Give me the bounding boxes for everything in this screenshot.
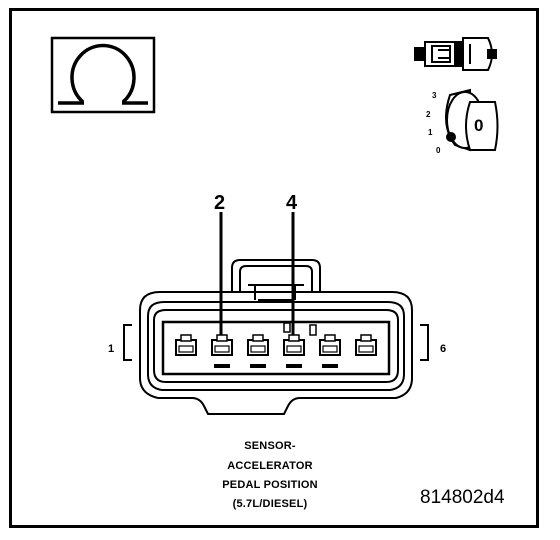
figure-id: 814802d4 bbox=[420, 487, 505, 508]
ignition-pos-3: 3 bbox=[432, 91, 437, 100]
terminal-1 bbox=[175, 334, 197, 356]
terminal-3 bbox=[247, 334, 269, 368]
ignition-pos-1: 1 bbox=[428, 128, 433, 137]
pin-label-4: 4 bbox=[286, 192, 298, 214]
ignition-key-mark: 0 bbox=[474, 116, 484, 135]
terminal-5 bbox=[319, 334, 341, 368]
terminal-2 bbox=[211, 334, 233, 368]
caption-line-3: PEDAL POSITION bbox=[222, 479, 318, 491]
caption-line-2: ACCELERATOR bbox=[227, 460, 313, 472]
caption-line-4: (5.7L/DIESEL) bbox=[232, 498, 308, 510]
connector-body bbox=[123, 259, 429, 415]
caption-line-1: SENSOR- bbox=[244, 440, 296, 452]
harness-connector-icon bbox=[414, 37, 497, 71]
ignition-switch-icon bbox=[445, 88, 499, 152]
ignition-pos-0: 0 bbox=[436, 146, 441, 155]
end-label-left: 1 bbox=[108, 343, 115, 355]
ignition-pos-2: 2 bbox=[426, 110, 431, 119]
end-label-right: 6 bbox=[440, 343, 447, 355]
terminal-4 bbox=[283, 334, 305, 368]
pin-label-2: 2 bbox=[214, 192, 226, 214]
polarizing-keys bbox=[283, 322, 317, 336]
terminal-row bbox=[175, 334, 377, 368]
ohmmeter-icon bbox=[50, 36, 156, 114]
terminal-6 bbox=[355, 334, 377, 356]
